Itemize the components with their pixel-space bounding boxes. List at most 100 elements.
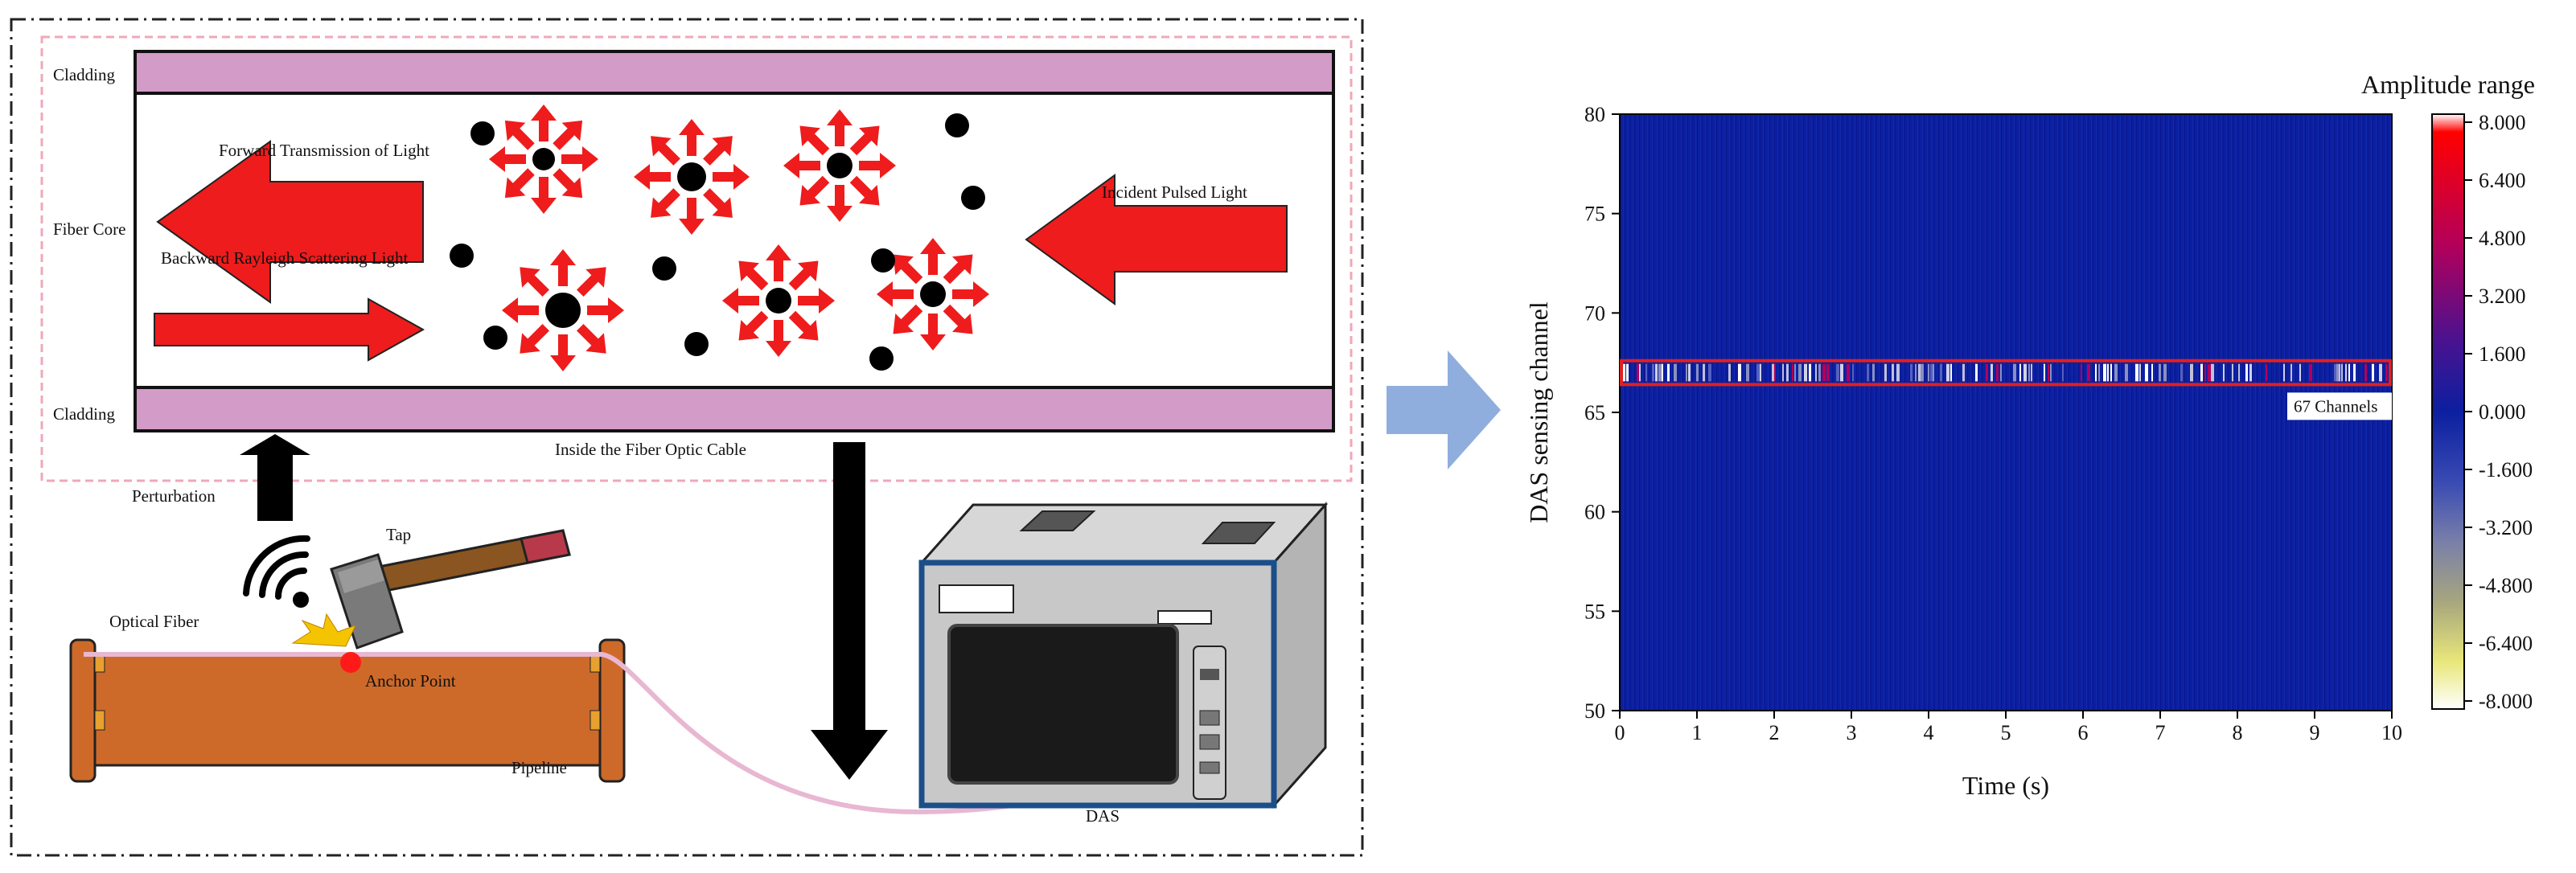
- signal-stripe: [1703, 363, 1705, 382]
- forward-transmission-label: Forward Transmission of Light: [219, 141, 429, 160]
- signal-stripe: [1872, 363, 1875, 382]
- x-tick-label: 2: [1769, 721, 1780, 744]
- signal-stripe: [1728, 363, 1731, 382]
- fiber-cable-cross-section: Cladding Fiber Core Cladding Inside the …: [53, 50, 1335, 459]
- signal-stripe: [2103, 363, 2106, 382]
- particle-dot: [450, 244, 474, 268]
- signal-stripe: [2223, 363, 2225, 382]
- scatter-ray: [634, 164, 671, 190]
- signal-stripe: [2180, 363, 2183, 382]
- signal-down-arrow: [811, 442, 888, 780]
- signal-stripe: [2245, 363, 2248, 382]
- scatter-ray: [504, 168, 535, 199]
- signal-stripe: [2163, 363, 2167, 382]
- scatter-ray: [766, 320, 791, 357]
- signal-stripe: [2364, 363, 2367, 382]
- signal-stripe: [2309, 363, 2312, 382]
- signal-stripe: [1867, 363, 1869, 382]
- scatter-ray: [952, 281, 989, 307]
- cable-caption: Inside the Fiber Optic Cable: [555, 440, 746, 459]
- x-tick-label: 8: [2233, 721, 2243, 744]
- cladding-bottom-label: Cladding: [53, 404, 115, 424]
- signal-stripe: [2348, 363, 2350, 382]
- x-tick-label: 1: [1692, 721, 1703, 744]
- scatter-ray: [920, 238, 946, 275]
- signal-stripe: [1930, 363, 1933, 382]
- scatter-ray: [550, 334, 576, 371]
- signal-stripe: [2087, 363, 2090, 382]
- fiber-core-label: Fiber Core: [53, 219, 125, 239]
- signal-stripe: [1996, 363, 1999, 382]
- scatter-ray: [553, 168, 583, 199]
- y-tick-label: 50: [1584, 699, 1605, 723]
- scatter-ray: [531, 177, 557, 214]
- signal-stripe: [1804, 363, 1807, 382]
- signal-stripe: [1746, 363, 1749, 382]
- scatter-ray: [859, 153, 896, 178]
- flow-arrow-icon: [1387, 350, 1501, 469]
- scatter-ray: [651, 188, 680, 218]
- signal-stripe: [2013, 363, 2016, 382]
- scatter-ray: [679, 119, 705, 156]
- signal-stripe: [2050, 363, 2052, 382]
- scatter-ray: [788, 310, 819, 341]
- scatter-ray: [561, 146, 598, 172]
- signal-stripe: [1950, 363, 1952, 382]
- highlight-channel-box: [1620, 359, 2392, 387]
- particle-dot: [871, 248, 895, 273]
- signal-stripe: [2110, 363, 2112, 382]
- scatter-ray: [550, 249, 576, 286]
- signal-stripe: [1623, 363, 1625, 382]
- colorbar: [2431, 113, 2465, 710]
- signal-stripe: [1892, 363, 1894, 382]
- das-device-icon: [918, 502, 1329, 809]
- scatter-ray: [783, 153, 820, 178]
- scatter-ray: [587, 297, 624, 323]
- signal-stripe: [1658, 363, 1662, 382]
- scatter-ray: [679, 198, 705, 235]
- incident-pulse-arrow: [1025, 174, 1288, 305]
- scatter-ray: [577, 324, 606, 354]
- scatter-core: [532, 148, 555, 170]
- colorbar-title: Amplitude range: [2361, 70, 2535, 99]
- scatter-ray: [827, 185, 853, 222]
- scatter-ray: [849, 125, 880, 156]
- signal-stripe: [2125, 363, 2128, 382]
- scatter-ray: [877, 281, 914, 307]
- signal-stripe: [1921, 363, 1924, 382]
- cable-dashed-frame: [40, 35, 1353, 482]
- signal-stripe: [2159, 363, 2161, 382]
- signal-stripe: [1991, 363, 1993, 382]
- highlight-channel-label-bg: [2287, 392, 2392, 420]
- scatter-ray: [943, 304, 973, 334]
- signal-stripe: [2385, 363, 2388, 382]
- x-tick-label: 4: [1924, 721, 1934, 744]
- signal-stripe: [1655, 363, 1658, 382]
- pipeline-label: Pipeline: [512, 758, 567, 777]
- signal-stripe: [1847, 363, 1850, 382]
- scatter-ray: [722, 288, 759, 314]
- signal-stripe: [1896, 363, 1900, 382]
- signal-stripe: [2232, 363, 2233, 382]
- impact-spark-icon: [291, 613, 356, 647]
- signal-stripe: [1760, 363, 1761, 382]
- scatter-ray: [920, 314, 946, 350]
- highlight-channel-band: [1623, 363, 2388, 382]
- signal-stripe: [2200, 363, 2203, 382]
- signal-stripe: [1626, 363, 1629, 382]
- cladding-bottom: [134, 386, 1335, 432]
- signal-stripe: [2062, 363, 2064, 382]
- signal-stripe: [1652, 363, 1654, 382]
- signal-stripe: [2023, 363, 2027, 382]
- signal-stripe: [2345, 363, 2347, 382]
- colorbar-tick-label: 6.400: [2479, 169, 2526, 192]
- scatter-ray: [504, 120, 535, 150]
- signal-stripe: [1928, 363, 1929, 382]
- scatter-ray: [766, 244, 791, 281]
- signal-stripe: [1962, 363, 1965, 382]
- scatter-ray: [553, 120, 583, 150]
- signal-stripe: [1708, 363, 1711, 382]
- signal-stripe: [2145, 363, 2148, 382]
- heatmap-plot-area: [1619, 113, 2393, 711]
